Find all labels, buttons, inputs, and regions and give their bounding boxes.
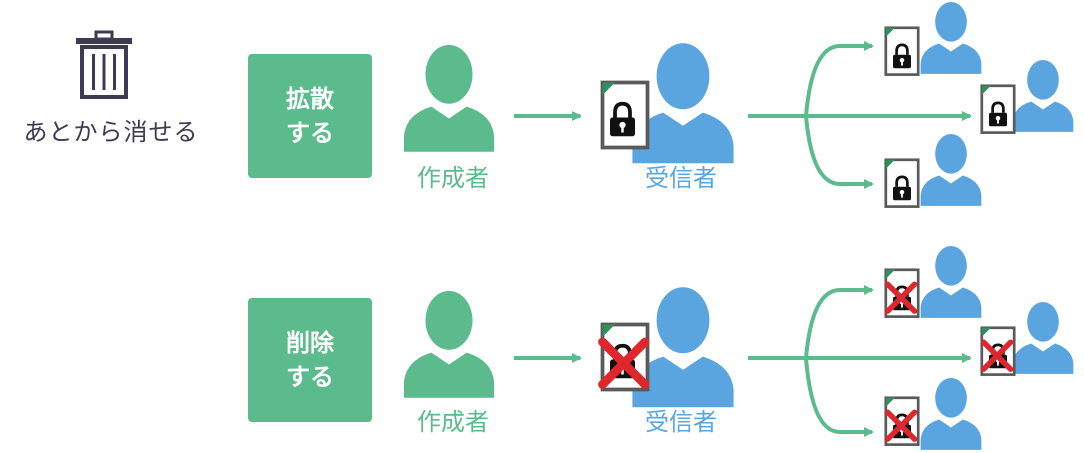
trash-icon [72,28,136,100]
recipient-5-deleted-doc-icon [980,326,1016,376]
receiver-label: 受信者 [645,164,717,192]
creator-label: 作成者 [417,164,489,192]
recipient-4-deleted-doc-icon [884,268,920,318]
recipient-2-person-icon [1012,59,1074,132]
recipient-6-deleted-doc-icon [884,396,920,446]
recipient-1-person-icon [920,1,982,74]
creator-person-icon-2 [403,290,495,398]
recipient-6-person-icon [920,377,982,450]
receiver-label-2: 受信者 [645,408,717,436]
spread-label-line2: する [286,119,334,147]
spread-label-line1: 拡散 [286,85,334,113]
locked-document-icon [600,80,650,150]
recipient-3-locked-doc-icon [884,158,920,208]
creator-person-icon [403,44,495,152]
branch-arrows-2 [748,285,972,437]
deleted-document-icon [598,322,650,392]
delete-action-box: 削除 する [248,298,372,422]
spread-action-box: 拡散 する [248,54,372,178]
trash-caption: あとから消せる [23,118,199,146]
delete-label-line2: する [286,363,334,391]
recipient-5-person-icon [1012,301,1074,374]
recipient-3-person-icon [920,133,982,206]
recipient-4-person-icon [920,245,982,318]
creator-label-2: 作成者 [417,408,489,436]
recipient-2-locked-doc-icon [980,84,1016,134]
recipient-1-locked-doc-icon [884,26,920,76]
branch-arrows [748,41,972,189]
delete-label-line1: 削除 [286,329,334,357]
